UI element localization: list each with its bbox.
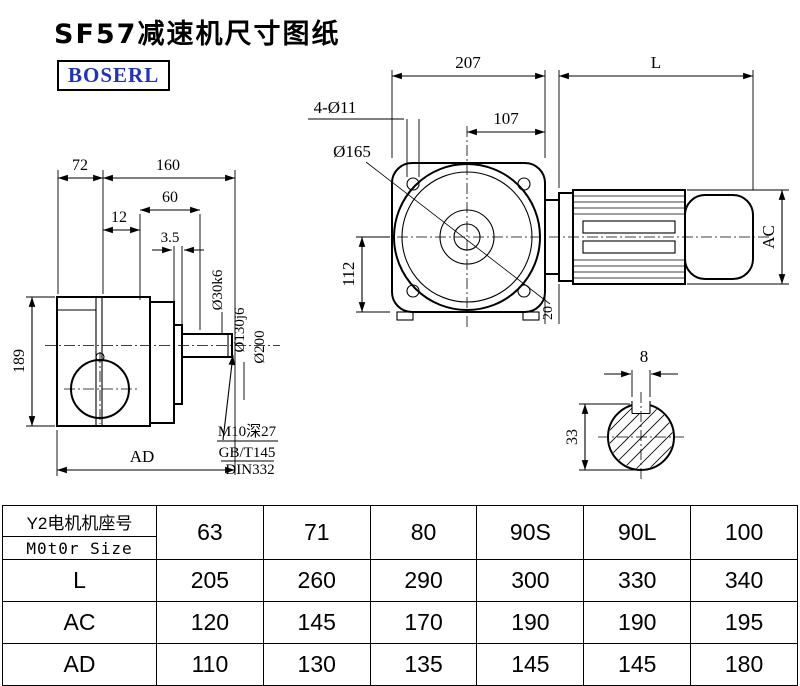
dim-60-label: 60 bbox=[162, 189, 178, 206]
flange-side bbox=[149, 301, 175, 424]
technical-drawing: 207 L 107 4-Ø11 Ø165 112 20 AC bbox=[11, 53, 789, 482]
page-title: SF57减速机尺寸图纸 bbox=[54, 19, 341, 50]
dim-3-5-label: 3.5 bbox=[161, 230, 180, 246]
bolt-hole bbox=[517, 177, 531, 191]
table-row: AC 120 145 170 190 190 195 bbox=[2, 601, 798, 644]
dim-107-label: 107 bbox=[493, 109, 519, 128]
foot-right bbox=[522, 311, 540, 321]
table-cell: 135 bbox=[369, 643, 478, 686]
table-cell: 330 bbox=[583, 559, 692, 602]
dim-key-height-label: 33 bbox=[564, 429, 581, 445]
table-cell: 145 bbox=[476, 643, 585, 686]
table-row: L 205 260 290 300 330 340 bbox=[2, 559, 798, 602]
row-label: L bbox=[2, 559, 157, 602]
dim-bolt-holes-label: 4-Ø11 bbox=[314, 98, 357, 117]
dim-flange-width-label: 207 bbox=[455, 53, 481, 72]
motor-size-header: Y2电机机座号 M0t0r Size bbox=[2, 505, 157, 560]
motor-size-label-en: M0t0r Size bbox=[26, 539, 133, 558]
table-cell: 205 bbox=[156, 559, 264, 602]
row-label: AD bbox=[2, 643, 157, 686]
tap-note-label: M10深27 bbox=[218, 423, 277, 440]
table-cell: 190 bbox=[583, 601, 692, 644]
shaft-bore-circle bbox=[453, 223, 481, 251]
table-cell: 260 bbox=[262, 559, 371, 602]
size-column-header: 90S bbox=[476, 505, 585, 560]
row-label: AC bbox=[2, 601, 157, 644]
table-cell: 190 bbox=[476, 601, 585, 644]
motor-cooling-fins bbox=[573, 195, 685, 279]
table-cell: 145 bbox=[583, 643, 692, 686]
bolt-hole bbox=[406, 284, 420, 298]
size-column-header: 100 bbox=[690, 505, 798, 560]
table-cell: 110 bbox=[156, 643, 264, 686]
dimension-table: Y2电机机座号 M0t0r Size 63 71 80 90S 90L 100 … bbox=[2, 505, 798, 686]
brand-logo: BOSERL bbox=[57, 60, 171, 91]
dim-height-label: 189 bbox=[11, 349, 28, 373]
hub-circle bbox=[439, 209, 495, 265]
dim-160-label: 160 bbox=[156, 157, 180, 174]
size-column-header: 90L bbox=[583, 505, 692, 560]
table-cell: 145 bbox=[262, 601, 371, 644]
table-cell: 130 bbox=[262, 643, 371, 686]
dim-motor-length-label: L bbox=[651, 53, 661, 72]
dim-shaft-dia-label: Ø30k6 bbox=[210, 269, 226, 310]
dim-20-label: 20 bbox=[541, 306, 556, 320]
dim-flange-od-label: Ø200 bbox=[252, 330, 268, 363]
dim-72-label: 72 bbox=[72, 157, 88, 174]
table-cell: 300 bbox=[476, 559, 585, 602]
front-view: 207 L 107 4-Ø11 Ø165 112 20 AC bbox=[308, 53, 789, 330]
motor-size-label-cn: Y2电机机座号 bbox=[3, 506, 156, 537]
flange-circle-outer bbox=[393, 163, 541, 311]
dim-key-width-label: 8 bbox=[640, 347, 649, 366]
table-cell: 170 bbox=[369, 601, 478, 644]
dim-spigot-dia-label: Ø130j6 bbox=[232, 307, 248, 353]
flange-circle-165 bbox=[401, 171, 533, 303]
dim-motor-dia-label: AC bbox=[759, 225, 778, 249]
housing-outline bbox=[56, 296, 151, 427]
table-cell: 120 bbox=[156, 601, 264, 644]
table-header-row: Y2电机机座号 M0t0r Size 63 71 80 90S 90L 100 bbox=[2, 505, 798, 560]
dim-112-label: 112 bbox=[339, 262, 358, 287]
bolt-hole bbox=[517, 284, 531, 298]
table-cell: 195 bbox=[690, 601, 798, 644]
spigot-side bbox=[173, 324, 183, 405]
size-column-header: 80 bbox=[369, 505, 478, 560]
table-cell: 180 bbox=[690, 643, 798, 686]
dim-ad-label: AD bbox=[130, 447, 155, 466]
dim-flange-dia-label: Ø165 bbox=[333, 142, 371, 161]
std-note2-label: DIN332 bbox=[225, 462, 274, 478]
std-note1-label: GB/T145 bbox=[219, 445, 276, 461]
table-cell: 340 bbox=[690, 559, 798, 602]
size-column-header: 63 bbox=[156, 505, 264, 560]
dim-12-label: 12 bbox=[111, 209, 127, 226]
size-column-header: 71 bbox=[262, 505, 371, 560]
motor-winding-lower bbox=[582, 240, 676, 254]
table-cell: 290 bbox=[369, 559, 478, 602]
table-row: AD 110 130 135 145 145 180 bbox=[2, 643, 798, 686]
side-view: 72 160 60 12 3.5 189 AD Ø30k6 Ø130j6 bbox=[11, 157, 280, 478]
shaft-section-view: 8 33 bbox=[564, 347, 684, 482]
bolt-hole bbox=[406, 177, 420, 191]
foot-left bbox=[396, 311, 414, 321]
motor-winding-upper bbox=[582, 220, 676, 234]
